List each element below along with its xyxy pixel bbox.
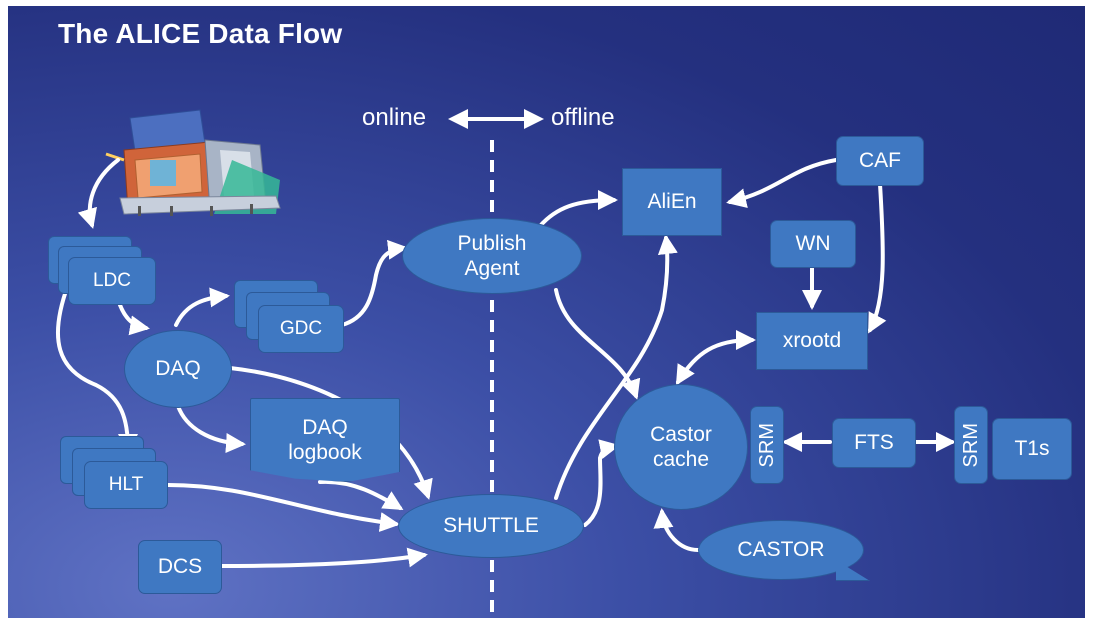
arrow-dcs-shuttle (218, 547, 428, 568)
dcs-node: DCS (138, 540, 222, 594)
shuttle-node: SHUTTLE (398, 494, 584, 558)
xrootd-node: xrootd (756, 312, 868, 370)
wn-node: WN (770, 220, 856, 268)
arrow-caf-alien (726, 158, 838, 208)
arrow-logbook-shuttle (318, 479, 404, 511)
ldc-node: LDC (68, 257, 156, 305)
srm-left-label: SRM (756, 422, 778, 468)
arrow-publish-alien (538, 190, 618, 228)
wn-label: WN (795, 232, 831, 256)
fts-label: FTS (854, 431, 894, 455)
ldc-label: LDC (92, 269, 131, 291)
arrow-ldc-hlt (55, 283, 138, 454)
offline-label: offline (551, 104, 615, 131)
daq-logbook-node: DAQ logbook (250, 398, 400, 482)
arrow-daq-logbook (176, 404, 246, 453)
t1s-label: T1s (1014, 437, 1050, 461)
srm-right-node: SRM (954, 406, 988, 484)
t1s-node: T1s (992, 418, 1072, 480)
dcs-label: DCS (157, 555, 203, 579)
arrow-detector-ldc (77, 158, 120, 229)
arrow-gdc-publish (340, 239, 408, 327)
arrow-publish-castor (554, 288, 641, 400)
gdc-node: GDC (258, 305, 344, 353)
castor-label: CASTOR (737, 538, 825, 562)
publish-agent-node: Publish Agent (402, 218, 582, 294)
online-label: online (362, 104, 427, 131)
alice-detector-icon (105, 109, 281, 216)
srm-right-label: SRM (960, 422, 982, 468)
slide-title: The ALICE Data Flow (58, 18, 343, 49)
arrow-xrootd-castor (675, 330, 756, 386)
castor-cache-node: Castor cache (614, 384, 748, 510)
arrow-ldc-daq (118, 303, 150, 336)
daq-label: DAQ (155, 357, 201, 381)
arrow-castor-cache (653, 508, 700, 552)
shuttle-label: SHUTTLE (443, 514, 539, 538)
arrow-shuttle-castor (583, 439, 620, 527)
hlt-label: HLT (108, 473, 144, 495)
daq-logbook-label: DAQ logbook (288, 415, 362, 464)
hlt-node: HLT (84, 461, 168, 509)
caf-node: CAF (836, 136, 924, 186)
daq-node: DAQ (124, 330, 232, 408)
publish-agent-label: Publish Agent (457, 231, 527, 280)
fts-node: FTS (832, 418, 916, 468)
gdc-label: GDC (279, 317, 323, 339)
srm-left-node: SRM (750, 406, 784, 484)
alien-label: AliEn (647, 190, 697, 214)
arrow-caf-xrootd (868, 182, 887, 334)
caf-label: CAF (859, 149, 901, 173)
arrow-shuttle-alien (554, 234, 678, 500)
alien-node: AliEn (622, 168, 722, 236)
xrootd-label: xrootd (782, 329, 842, 353)
arrow-hlt-shuttle (166, 483, 400, 532)
castor-cache-label: Castor cache (650, 422, 712, 471)
arrow-daq-gdc (174, 287, 230, 327)
